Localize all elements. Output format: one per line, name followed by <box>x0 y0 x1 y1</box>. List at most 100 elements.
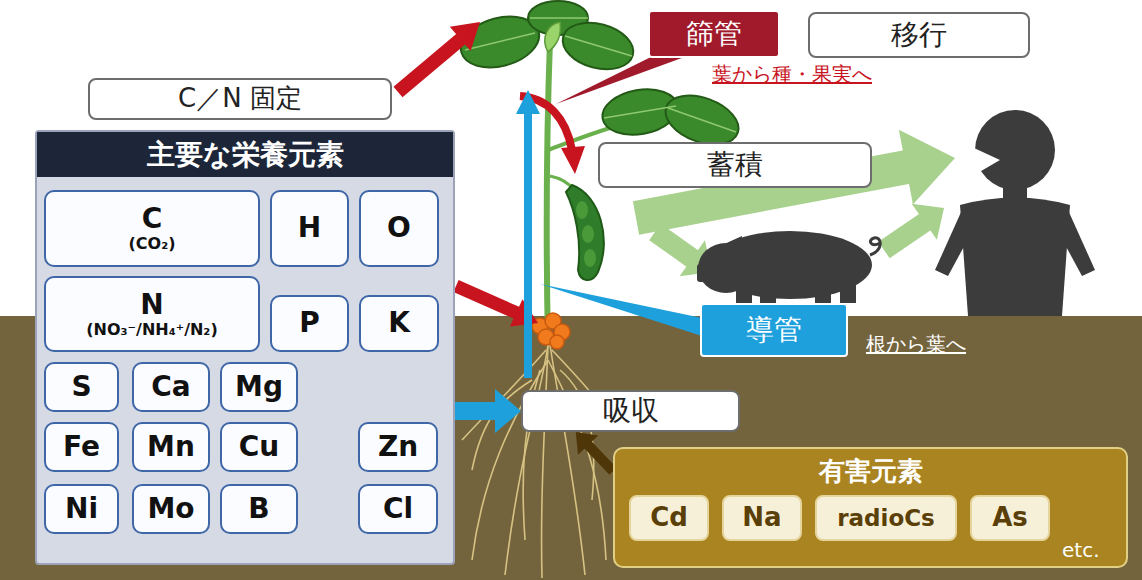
element-symbol: As <box>992 503 1028 533</box>
callout-tail <box>556 55 690 104</box>
callout-tail <box>540 284 702 336</box>
element-symbol: P <box>299 307 320 339</box>
element-box: Mg <box>220 362 298 412</box>
arrow-shaft <box>455 402 498 420</box>
element-symbol: K <box>388 307 410 339</box>
element-symbol: Zn <box>378 431 418 463</box>
pig-snout <box>697 264 711 282</box>
toxic-arrow <box>576 432 613 471</box>
process-box: C／N 固定 <box>88 78 392 120</box>
arrow-head <box>899 130 955 205</box>
box-label: 吸収 <box>603 395 659 427</box>
element-box: Cl <box>358 484 438 534</box>
leaf <box>558 15 639 76</box>
element-box: Mn <box>132 422 210 472</box>
element-symbol: Cd <box>650 503 688 533</box>
element-box: C(CO₂) <box>44 190 260 267</box>
human-mouth <box>974 148 1000 174</box>
element-box: N(NO₃⁻/NH₄⁺/N₂) <box>44 276 260 352</box>
arrow-shaft <box>398 39 461 92</box>
root-system <box>462 345 612 578</box>
element-box: S <box>44 362 119 412</box>
nodule <box>550 335 564 349</box>
plant-stem <box>547 40 550 345</box>
panel-heading: 主要な栄養元素 <box>37 132 453 177</box>
pig-ear <box>720 236 742 260</box>
element-symbol: Na <box>742 503 781 533</box>
box-label: 蓄積 <box>707 149 763 181</box>
arrow-head <box>561 146 585 174</box>
element-symbol: H <box>298 212 321 244</box>
pig-silhouette <box>697 231 880 303</box>
element-symbol: Mo <box>147 493 194 525</box>
element-symbol: Cu <box>239 431 279 463</box>
arrow-shaft <box>884 222 925 250</box>
element-symbol: radioCs <box>837 505 935 531</box>
element-symbol: Mn <box>147 431 195 463</box>
arrow-head <box>510 299 538 326</box>
element-symbol: S <box>71 371 91 403</box>
element-symbol: Ni <box>65 493 98 525</box>
panel-heading: 有害元素 <box>615 449 1126 493</box>
element-symbol: Mg <box>235 371 283 403</box>
arrow-head <box>912 204 944 240</box>
element-box: Ca <box>132 362 210 412</box>
human-arm <box>1056 210 1095 276</box>
root-line <box>542 345 548 578</box>
arrow-shaft <box>587 444 613 471</box>
element-box: Mo <box>132 484 210 534</box>
pod-seeds <box>576 201 596 267</box>
element-box: Ni <box>44 484 119 534</box>
element-symbol: C <box>142 203 163 235</box>
pig-leg <box>815 286 831 303</box>
pig-leg <box>736 284 752 303</box>
fixation-arrow <box>398 22 480 92</box>
formula-text: (CO₂) <box>129 235 176 253</box>
element-box: O <box>359 190 439 267</box>
pig-leg <box>760 286 776 303</box>
element-symbol: Ca <box>151 371 190 403</box>
human-body <box>960 198 1070 317</box>
element-box: Cu <box>220 422 298 472</box>
arrow-shaft <box>655 232 693 259</box>
phloem-box: 篩管 <box>648 10 780 58</box>
toxic-element-box: Cd <box>629 495 709 541</box>
human-head <box>975 110 1055 190</box>
element-box: Fe <box>44 422 119 472</box>
bean-pod <box>566 185 604 280</box>
box-label: 移行 <box>891 19 947 51</box>
element-symbol: B <box>248 493 269 525</box>
flow-note: 葉から種・果実へ <box>712 62 872 86</box>
element-box: Zn <box>358 422 438 472</box>
arrow-shaft <box>456 286 517 313</box>
pig-tail <box>870 238 880 255</box>
element-symbol: O <box>387 212 411 244</box>
process-box: 移行 <box>808 12 1030 58</box>
arrow-head <box>495 389 521 433</box>
seed <box>582 225 594 243</box>
toxic-element-box: radioCs <box>815 495 957 541</box>
pig-leg <box>840 284 856 303</box>
element-box: P <box>270 295 349 352</box>
flow-note: 根から葉へ <box>866 332 966 356</box>
box-label: 篩管 <box>686 18 742 50</box>
xylem-box: 導管 <box>700 303 848 357</box>
element-symbol: Fe <box>63 431 100 463</box>
toxic-panel: 有害元素 Cd Na radioCs As <box>613 447 1128 568</box>
leaf-vein <box>530 17 588 19</box>
sprout-bud <box>545 22 561 52</box>
element-symbol: N <box>140 289 163 321</box>
process-box: 吸収 <box>521 390 740 432</box>
element-box: H <box>270 190 349 267</box>
formula-text: (NO₃⁻/NH₄⁺/N₂) <box>86 321 217 339</box>
leaf-vein <box>604 106 676 118</box>
nutrient-panel: 主要な栄養元素C(CO₂)HON(NO₃⁻/NH₄⁺/N₂)PKSCaMgFeM… <box>35 130 455 565</box>
leaf-vein <box>668 108 736 132</box>
etc-note: etc. <box>1062 538 1100 562</box>
human-arm <box>935 210 974 276</box>
element-box: K <box>359 295 439 352</box>
arrow-head <box>576 432 599 455</box>
absorb-arrow <box>455 389 521 433</box>
element-symbol: Cl <box>383 493 413 525</box>
